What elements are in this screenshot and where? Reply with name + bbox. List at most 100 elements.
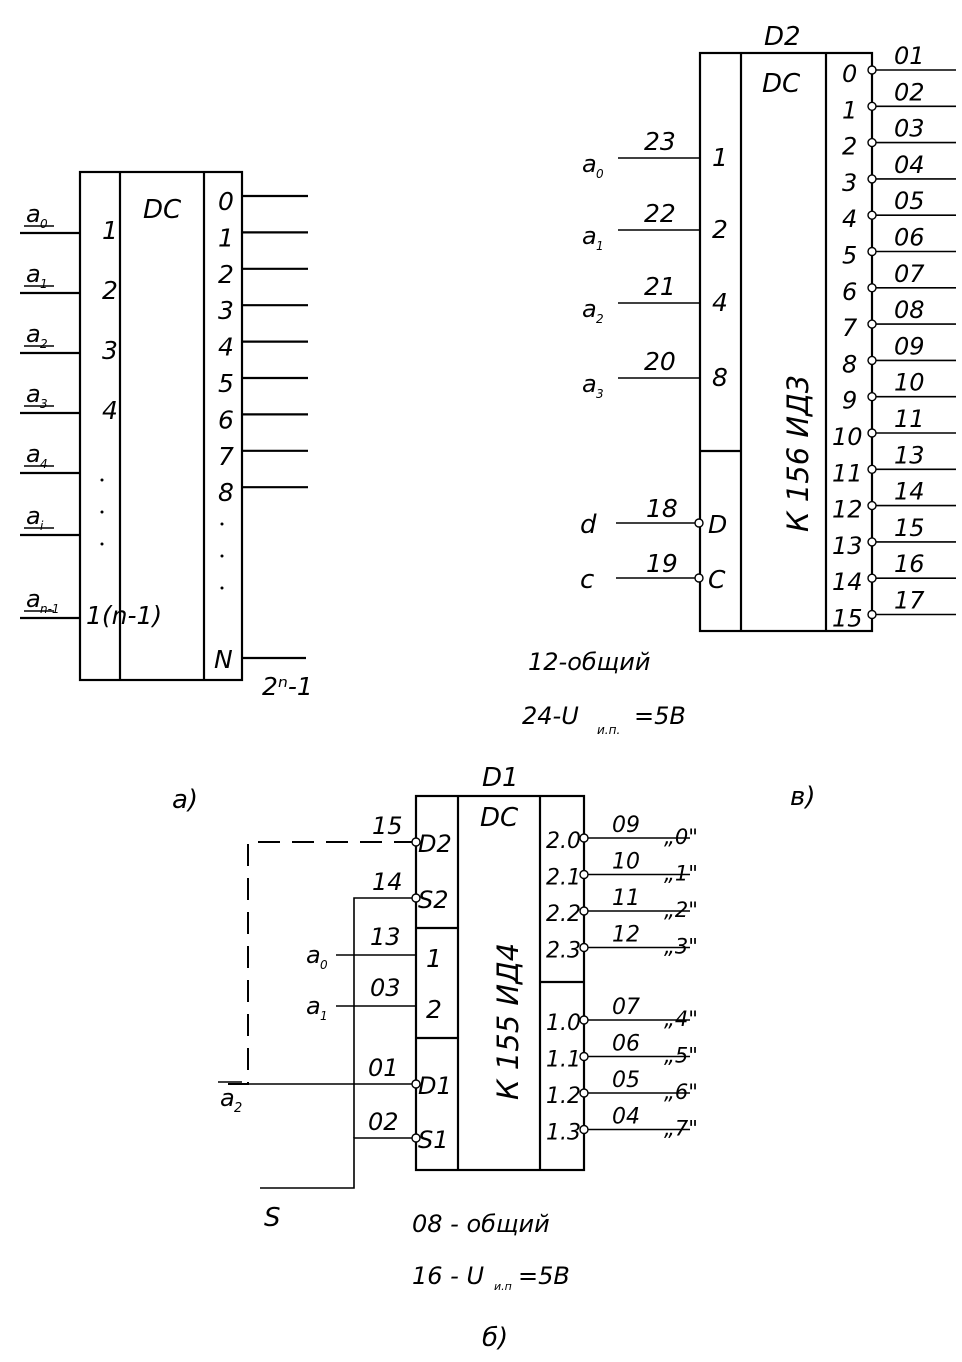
a2-dashed-wire	[222, 841, 416, 1085]
decoder-a-input-label-sub: 4	[40, 457, 48, 471]
chip-d1-output-name: „3"	[664, 935, 698, 959]
chip-d2-output-pin-no: 08	[894, 296, 925, 324]
chip-d1-control-inversion-bubble	[411, 1133, 421, 1143]
chip-d2-input-weight: 2	[712, 215, 728, 244]
chip-d1-control-pin-no: 01	[368, 1054, 399, 1082]
chip-d2-input-pin-no: 21	[644, 272, 676, 301]
decoder-a-output-index: 7	[218, 442, 234, 471]
chip-d1-output-pin-no: 09	[612, 813, 640, 838]
chip-d1-output-pin-no: 07	[612, 995, 640, 1020]
chip-d2-output-pin-no: 09	[894, 332, 925, 360]
chip-d1-control-label: D2	[418, 830, 452, 858]
chip-d1-control-pin-no: 02	[368, 1108, 399, 1136]
chip-d1-output-pin-no: 05	[612, 1068, 640, 1093]
chip-d2-output-index: 7	[842, 314, 858, 342]
decoder-a-body	[78, 170, 244, 682]
chip-d2-output-pin-no: 10	[894, 369, 925, 397]
chip-d1-output-index: 2.2	[546, 902, 581, 927]
chip-d1-output-name: „7"	[664, 1117, 698, 1141]
chip-d2-control-signal: c	[580, 565, 594, 595]
chip-d2-output-pin-no: 05	[894, 187, 925, 215]
decoder-a-input-label: a	[26, 380, 41, 408]
chip-d2-output-index: 11	[832, 459, 863, 487]
chip-d2-power-value: =5В	[634, 702, 686, 730]
s-label: S	[264, 1203, 281, 1233]
chip-d2-output-index: 5	[842, 242, 857, 270]
chip-d1-input-weight: 2	[426, 995, 442, 1024]
chip-d1-output-name: „5"	[664, 1044, 698, 1068]
chip-d2-output-inversion-bubble	[867, 573, 877, 583]
chip-d2-block-label: DC	[762, 69, 801, 99]
chip-d2-output-inversion-bubble	[867, 355, 877, 366]
decoder-a-input-pin: 3	[102, 336, 118, 365]
chip-d2-body	[698, 51, 874, 633]
chip-d2-input-label: a	[582, 370, 597, 398]
chip-d2-output-pin-no: 15	[894, 514, 925, 542]
chip-d1-output-pin-no: 11	[612, 886, 640, 911]
chip-d2-output-index: 9	[842, 387, 857, 415]
decoder-a-output-index: 4	[218, 333, 234, 362]
chip-d2-input-weight: 4	[712, 288, 728, 317]
decoder-a-input-label: a	[26, 200, 41, 228]
chip-d1-output-index: 2.1	[546, 866, 581, 891]
chip-d2-input-label-sub: 0	[596, 167, 604, 181]
chip-d1-output-index: 2.3	[546, 939, 581, 964]
chip-d1-output-pin-no: 10	[612, 850, 640, 875]
decoder-a-input-pin: 2	[102, 276, 118, 305]
chip-d1-output-inversion-bubble	[579, 942, 589, 953]
chip-d1-input-pin-no: 03	[370, 974, 401, 1002]
chip-d2-output-inversion-bubble	[867, 174, 877, 184]
chip-d1-output-inversion-bubble	[579, 833, 589, 843]
chip-d1-output-index: 1.0	[546, 1011, 581, 1036]
chip-d2-output-inversion-bubble	[867, 283, 877, 293]
chip-d2-output-pin-no: 03	[894, 115, 925, 143]
chip-d2-output-pin-no: 01	[894, 42, 925, 70]
chip-d1-control-pin-no: 15	[372, 812, 403, 840]
decoder-a-input-pin: 1(n-1)	[86, 601, 162, 630]
chip-d2-output-inversion-bubble	[867, 101, 877, 112]
decoder-a-output-index: 8	[218, 478, 234, 507]
chip-d1-output-inversion-bubble	[579, 1088, 589, 1098]
chip-d2-output-index: 10	[832, 423, 863, 451]
chip-d1-output-inversion-bubble	[579, 906, 589, 916]
decoder-a-input-label: a	[26, 260, 41, 288]
chip-d2-output-inversion-bubble	[867, 464, 877, 474]
chip-d1-output-pin-no: 06	[612, 1032, 640, 1057]
decoder-a-output-index: 5	[218, 369, 234, 398]
decoder-a-output-n: N	[214, 645, 233, 674]
chip-d2-output-pin-no: 04	[894, 151, 925, 179]
chip-d2-output-pin-no: 14	[894, 478, 925, 506]
chip-d2-control-label: C	[708, 565, 726, 594]
chip-d1-control-label: S1	[418, 1126, 449, 1154]
ellipsis-dots	[100, 478, 224, 590]
chip-d1-block-label: DC	[480, 803, 519, 833]
chip-d2-output-pin-no: 17	[894, 587, 925, 615]
chip-d1-output-inversion-bubble	[579, 1051, 589, 1062]
chip-d1-caption: б)	[482, 1323, 508, 1353]
chip-d2-input-weight: 1	[712, 143, 728, 172]
chip-d2-output-inversion-bubble	[867, 500, 877, 511]
chip-d2-output-index: 8	[842, 350, 857, 378]
chip-d2-control-signal: d	[580, 510, 597, 540]
chip-d1-power-note: 16 - U и.п =5В	[412, 1262, 570, 1293]
chip-d1-part-number: К 155 ИД4	[491, 943, 525, 1100]
chip-d2-output-inversion-bubble	[867, 246, 877, 257]
chip-d1-output-index: 1.3	[546, 1121, 581, 1146]
decoder-a-block-label: DC	[143, 195, 182, 225]
chip-d1-output-name: „4"	[664, 1007, 698, 1031]
chip-d2-output-index: 3	[842, 169, 857, 197]
chip-d1-control-pin-no: 14	[372, 868, 403, 896]
chip-d1-control-label: D1	[418, 1072, 452, 1100]
decoder-a-input-label-sub: i	[40, 519, 44, 533]
chip-d2-input-pin-no: 22	[644, 199, 676, 228]
chip-d1-id: D1	[482, 763, 519, 793]
decoder-a-input-label-sub: 2	[40, 337, 48, 351]
chip-d2-output-pin-no: 11	[894, 405, 925, 433]
chip-d2-power-note: 24-U и.п. =5В	[522, 702, 686, 737]
